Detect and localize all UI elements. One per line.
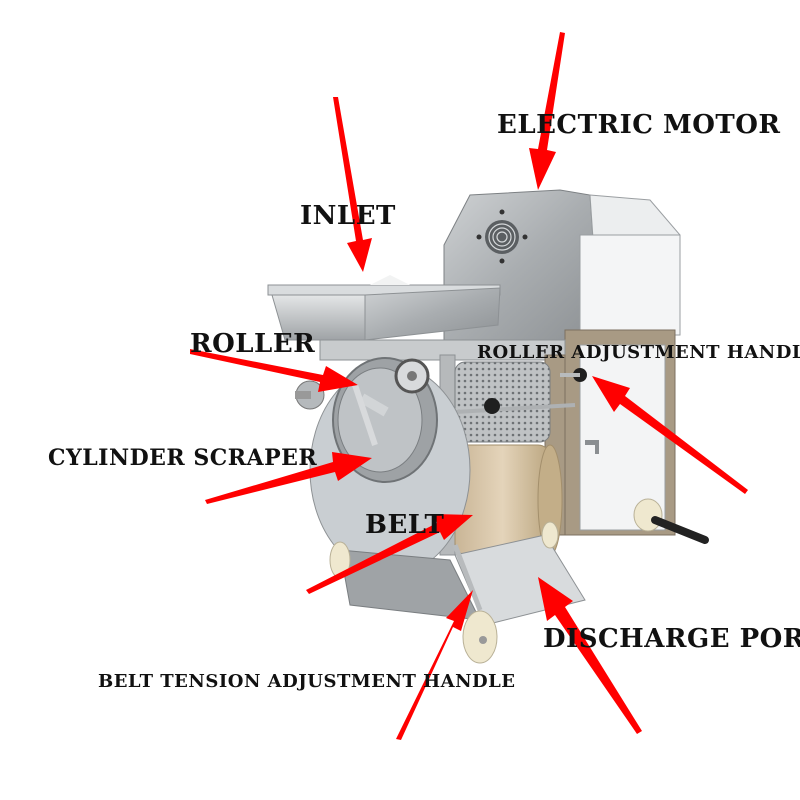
label-roller: ROLLER bbox=[190, 329, 316, 359]
arrow-roller bbox=[190, 349, 358, 392]
perforated-drum bbox=[454, 361, 587, 443]
label-belt: BELT bbox=[365, 510, 445, 540]
feed-hopper bbox=[267, 275, 501, 341]
label-cylinder-scraper: CYLINDER SCRAPER bbox=[48, 445, 318, 471]
cylinder-scraper-assembly bbox=[295, 357, 471, 576]
side-cabinet bbox=[564, 329, 709, 544]
arrow-discharge-port bbox=[538, 577, 642, 734]
castor-wheels bbox=[329, 521, 559, 664]
arrow-belt-tension-adjustment-handle bbox=[396, 590, 473, 740]
fan-grille-icon bbox=[476, 209, 528, 264]
arrow-roller-adjustment-handle bbox=[592, 376, 748, 494]
label-inlet: INLET bbox=[300, 201, 396, 231]
annotation-arrows bbox=[190, 32, 748, 740]
label-discharge-port: DISCHARGE PORT bbox=[543, 624, 800, 654]
arrow-electric-motor bbox=[529, 32, 565, 190]
arrow-inlet bbox=[333, 97, 372, 272]
arrow-belt bbox=[306, 514, 473, 594]
label-belt-tension-adjustment-handle: BELT TENSION ADJUSTMENT HANDLE bbox=[98, 671, 516, 692]
arrow-cylinder-scraper bbox=[205, 452, 372, 504]
label-roller-adjustment-handle: ROLLER ADJUSTMENT HANDLE bbox=[477, 342, 800, 363]
label-electric-motor: ELECTRIC MOTOR bbox=[497, 110, 781, 140]
